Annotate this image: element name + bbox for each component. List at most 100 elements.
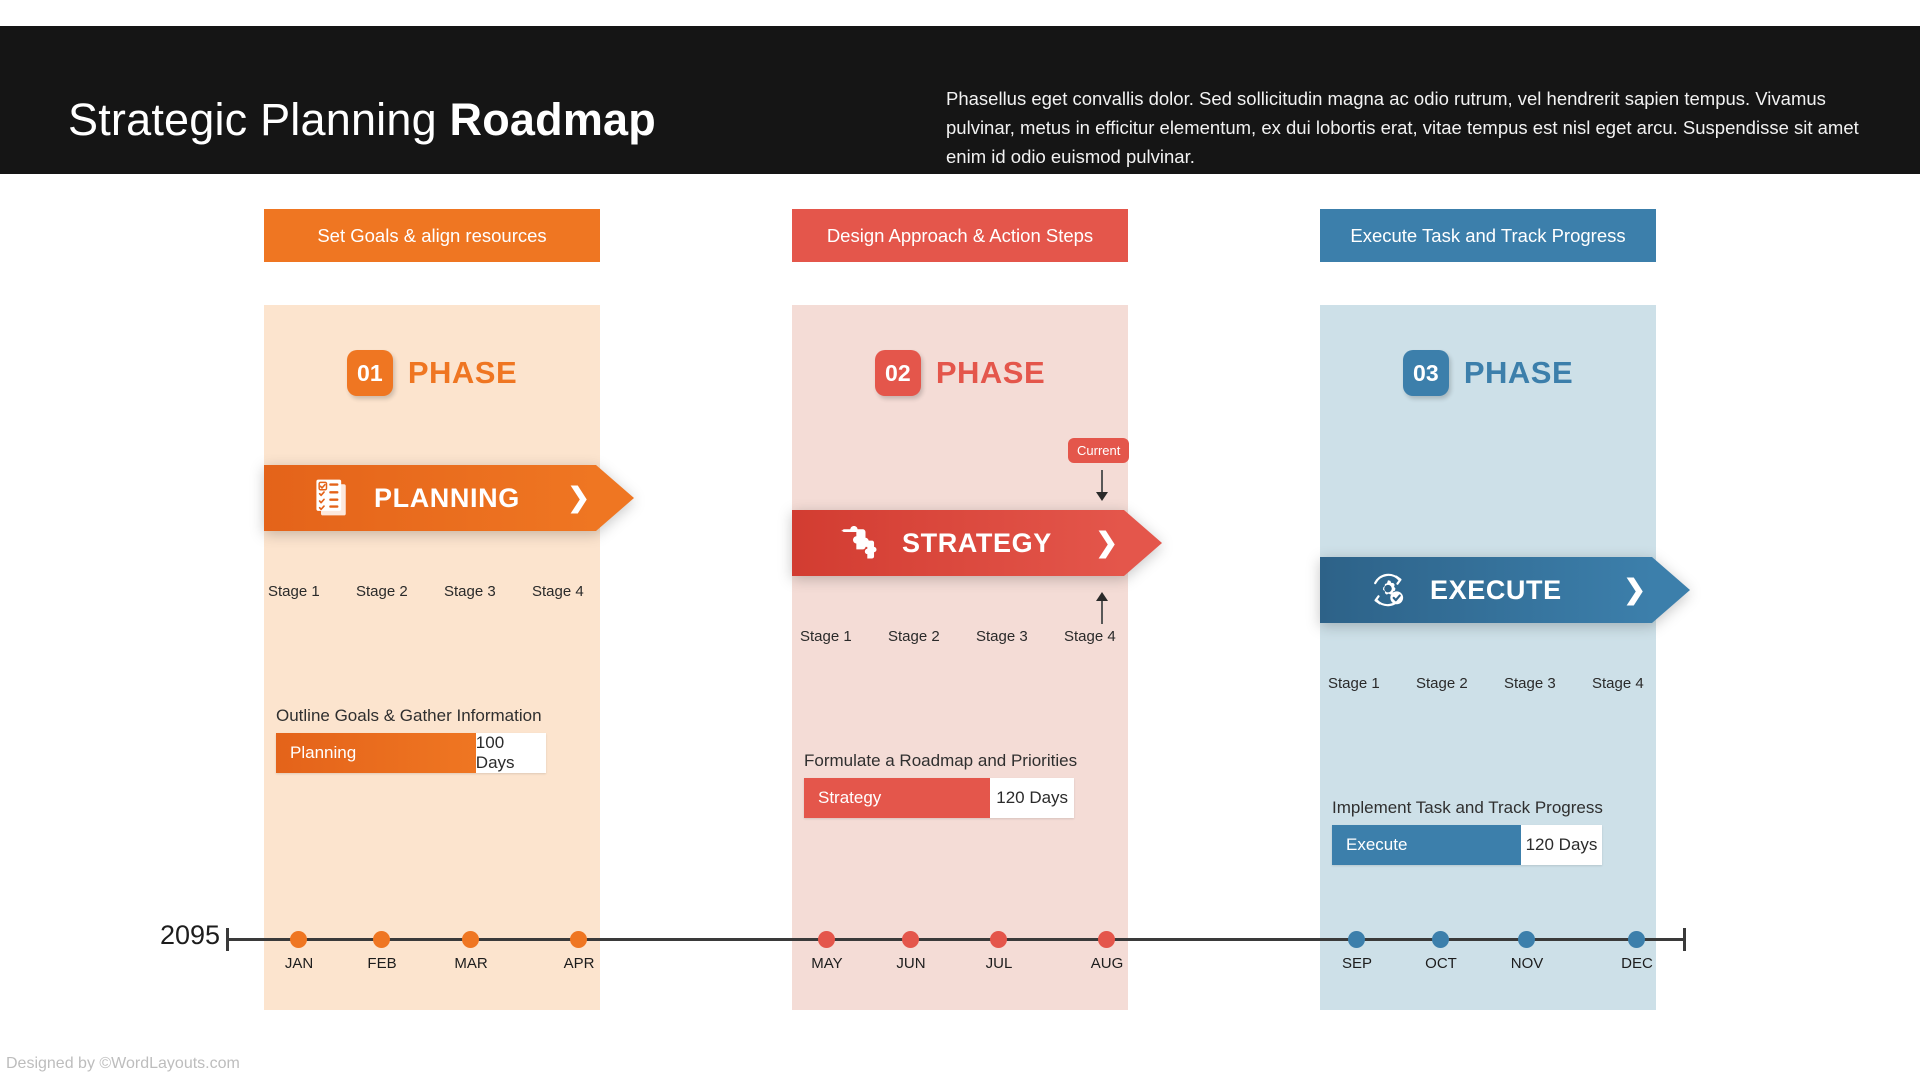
phase-banner-planning[interactable]: PLANNING ❯ [264,465,634,531]
timeline-dot[interactable] [290,931,307,948]
timeline-month-label: AUG [1090,955,1124,972]
stage-label: Stage 2 [888,628,940,645]
timeline-year: 2095 [160,920,221,950]
current-arrow-down-head [1096,492,1108,501]
timeline-month-label: NOV [1510,955,1544,972]
timeline-dot[interactable] [1518,931,1535,948]
current-arrow-down-stem [1101,470,1103,494]
timeline-dot[interactable] [902,931,919,948]
timeline-dot[interactable] [570,931,587,948]
timeline-dot[interactable] [462,931,479,948]
timeline-month-label: DEC [1621,955,1653,972]
column-header-label: Design Approach & Action Steps [826,224,1094,246]
phase-panel-3: 03 PHASE [1320,305,1656,1010]
chevron-right-icon[interactable]: ❯ [1623,574,1646,605]
current-arrow-up-stem [1101,600,1103,624]
column-header-2[interactable]: Design Approach & Action Steps [792,209,1128,262]
column-header-label: Set Goals & align resources [317,224,547,246]
timeline-month-label: JUL [985,955,1013,972]
stage-label: Stage 3 [444,583,496,600]
phase-number-badge: 03 [1402,350,1449,396]
phase-word-label: PHASE [1463,355,1574,390]
stage-label: Stage 3 [976,628,1028,645]
progress-fill-label: Strategy [804,778,991,818]
timeline-dot[interactable] [1432,931,1449,948]
phase-banner-strategy[interactable]: STRATEGY ❯ [792,510,1162,576]
timeline-dot[interactable] [1348,931,1365,948]
column-header-label: Execute Task and Track Progress [1350,224,1626,246]
banner-body: STRATEGY [792,510,1124,576]
phase-panel-1: 01 PHASE [264,305,600,1010]
stage-label: Stage 2 [356,583,408,600]
timeline-month-label: MAY [811,955,843,972]
timeline-dot[interactable] [373,931,390,948]
banner-body: PLANNING [264,465,596,531]
chevron-right-icon[interactable]: ❯ [567,482,590,513]
footer-credit: Designed by ©WordLayouts.com [6,1055,240,1072]
stage-label: Stage 1 [268,583,320,600]
stage-label: Stage 1 [1328,675,1380,692]
stage-row: Stage 1 Stage 2 Stage 3 Stage 4 [800,628,1152,645]
page-title: Strategic Planning Roadmap [68,94,656,146]
timeline-axis [226,938,1686,941]
stage-label: Stage 4 [1064,628,1116,645]
timeline-month-label: APR [563,955,595,972]
header-bar: Strategic Planning Roadmap Phasellus ege… [0,26,1920,174]
banner-label: EXECUTE [1430,574,1562,605]
timeline-dot[interactable] [818,931,835,948]
timeline-dot[interactable] [1628,931,1645,948]
phase-number-badge: 02 [874,350,921,396]
banner-arrow-tip [1124,510,1162,576]
progress-caption: Outline Goals & Gather Information [276,706,542,725]
timeline-month-label: OCT [1425,955,1457,972]
puzzle-pieces-icon [838,521,882,565]
current-phase-badge: Current [1068,438,1130,463]
phase-banner-execute[interactable]: EXECUTE ❯ [1320,557,1690,623]
page-title-regular: Strategic Planning [68,94,450,145]
stage-row: Stage 1 Stage 2 Stage 3 Stage 4 [268,583,620,600]
timeline-month-label: SEP [1341,955,1372,972]
timeline-end-cap [1683,928,1686,951]
banner-arrow-tip [596,465,634,531]
current-arrow-up-head [1096,592,1108,601]
timeline-dot[interactable] [990,931,1007,948]
timeline-month-label: FEB [367,955,397,972]
phase-word-label: PHASE [407,355,518,390]
phase-badge-row: 03 PHASE [1320,350,1656,396]
progress-fill-label: Planning [276,733,476,773]
column-header-1[interactable]: Set Goals & align resources [264,209,600,262]
stage-label: Stage 4 [532,583,584,600]
progress-caption: Implement Task and Track Progress [1332,798,1603,817]
gear-check-refresh-icon [1366,568,1410,612]
stage-label: Stage 4 [1592,675,1644,692]
progress-fill-label: Execute [1332,825,1521,865]
checklist-clipboard-icon [310,476,354,520]
timeline-start-cap [226,928,229,951]
phase-number-badge: 01 [346,350,393,396]
progress-duration: 100 Days [475,733,546,773]
banner-body: EXECUTE [1320,557,1652,623]
phase-badge-row: 01 PHASE [264,350,600,396]
stage-label: Stage 3 [1504,675,1556,692]
banner-label: STRATEGY [902,527,1052,558]
timeline-month-label: JAN [284,955,314,972]
banner-arrow-tip [1652,557,1690,623]
header-description: Phasellus eget convallis dolor. Sed soll… [946,88,1859,167]
progress-duration: 120 Days [1521,825,1602,865]
banner-label: PLANNING [374,482,520,513]
column-header-3[interactable]: Execute Task and Track Progress [1320,209,1656,262]
timeline-month-label: MAR [454,955,488,972]
page-title-bold: Roadmap [449,94,656,145]
timeline-dot[interactable] [1098,931,1115,948]
chevron-right-icon[interactable]: ❯ [1095,527,1118,558]
timeline-month-label: JUN [896,955,926,972]
stage-label: Stage 1 [800,628,852,645]
progress-caption: Formulate a Roadmap and Priorities [804,751,1078,770]
